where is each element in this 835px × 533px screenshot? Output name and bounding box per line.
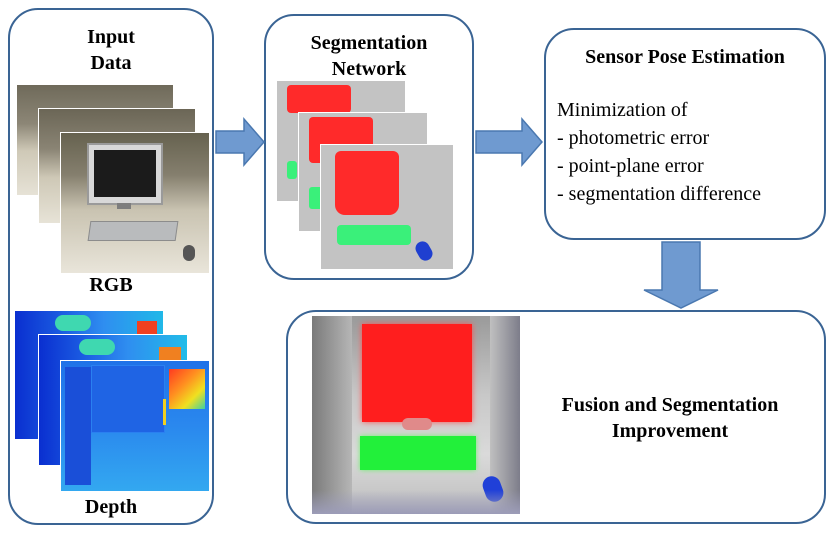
pose-line-3: - segmentation difference (557, 183, 761, 205)
input-data-title-line1: Input (87, 26, 135, 48)
rgb-frame-front (60, 132, 210, 274)
pose-minimization-list: Minimization of - photometric error - po… (557, 96, 821, 208)
segmentation-network-title: Segmentation Network (264, 30, 474, 82)
fusion-title-line1: Fusion and Segmentation (561, 394, 779, 416)
depth-frame-front (60, 360, 210, 492)
seg-frame-front (320, 144, 454, 270)
pose-line-0: Minimization of (557, 99, 688, 121)
fused-green-region (360, 436, 476, 470)
sensor-pose-estimation-box (544, 28, 826, 240)
segmentation-title-line2: Network (331, 58, 407, 80)
mouse-icon (183, 245, 195, 261)
arrow-input-to-segmentation (215, 116, 265, 168)
fusion-reconstruction-image (312, 316, 520, 514)
pose-line-2: - point-plane error (557, 155, 704, 177)
input-data-title: Input Data (8, 24, 214, 76)
arrow-pose-to-fusion (643, 241, 719, 309)
rgb-label: RGB (89, 274, 133, 296)
segmentation-title-line1: Segmentation (310, 32, 428, 54)
arrow-segmentation-to-pose (475, 116, 543, 168)
depth-label: Depth (84, 496, 138, 518)
input-data-title-line2: Data (90, 52, 132, 74)
fusion-title: Fusion and Segmentation Improvement (520, 392, 820, 444)
fusion-title-line2: Improvement (611, 420, 729, 442)
seg-green-region (337, 225, 411, 245)
seg-red-region (335, 151, 399, 215)
fused-red-region (362, 324, 472, 422)
sensor-pose-title: Sensor Pose Estimation (585, 46, 785, 68)
pose-line-1: - photometric error (557, 127, 710, 149)
